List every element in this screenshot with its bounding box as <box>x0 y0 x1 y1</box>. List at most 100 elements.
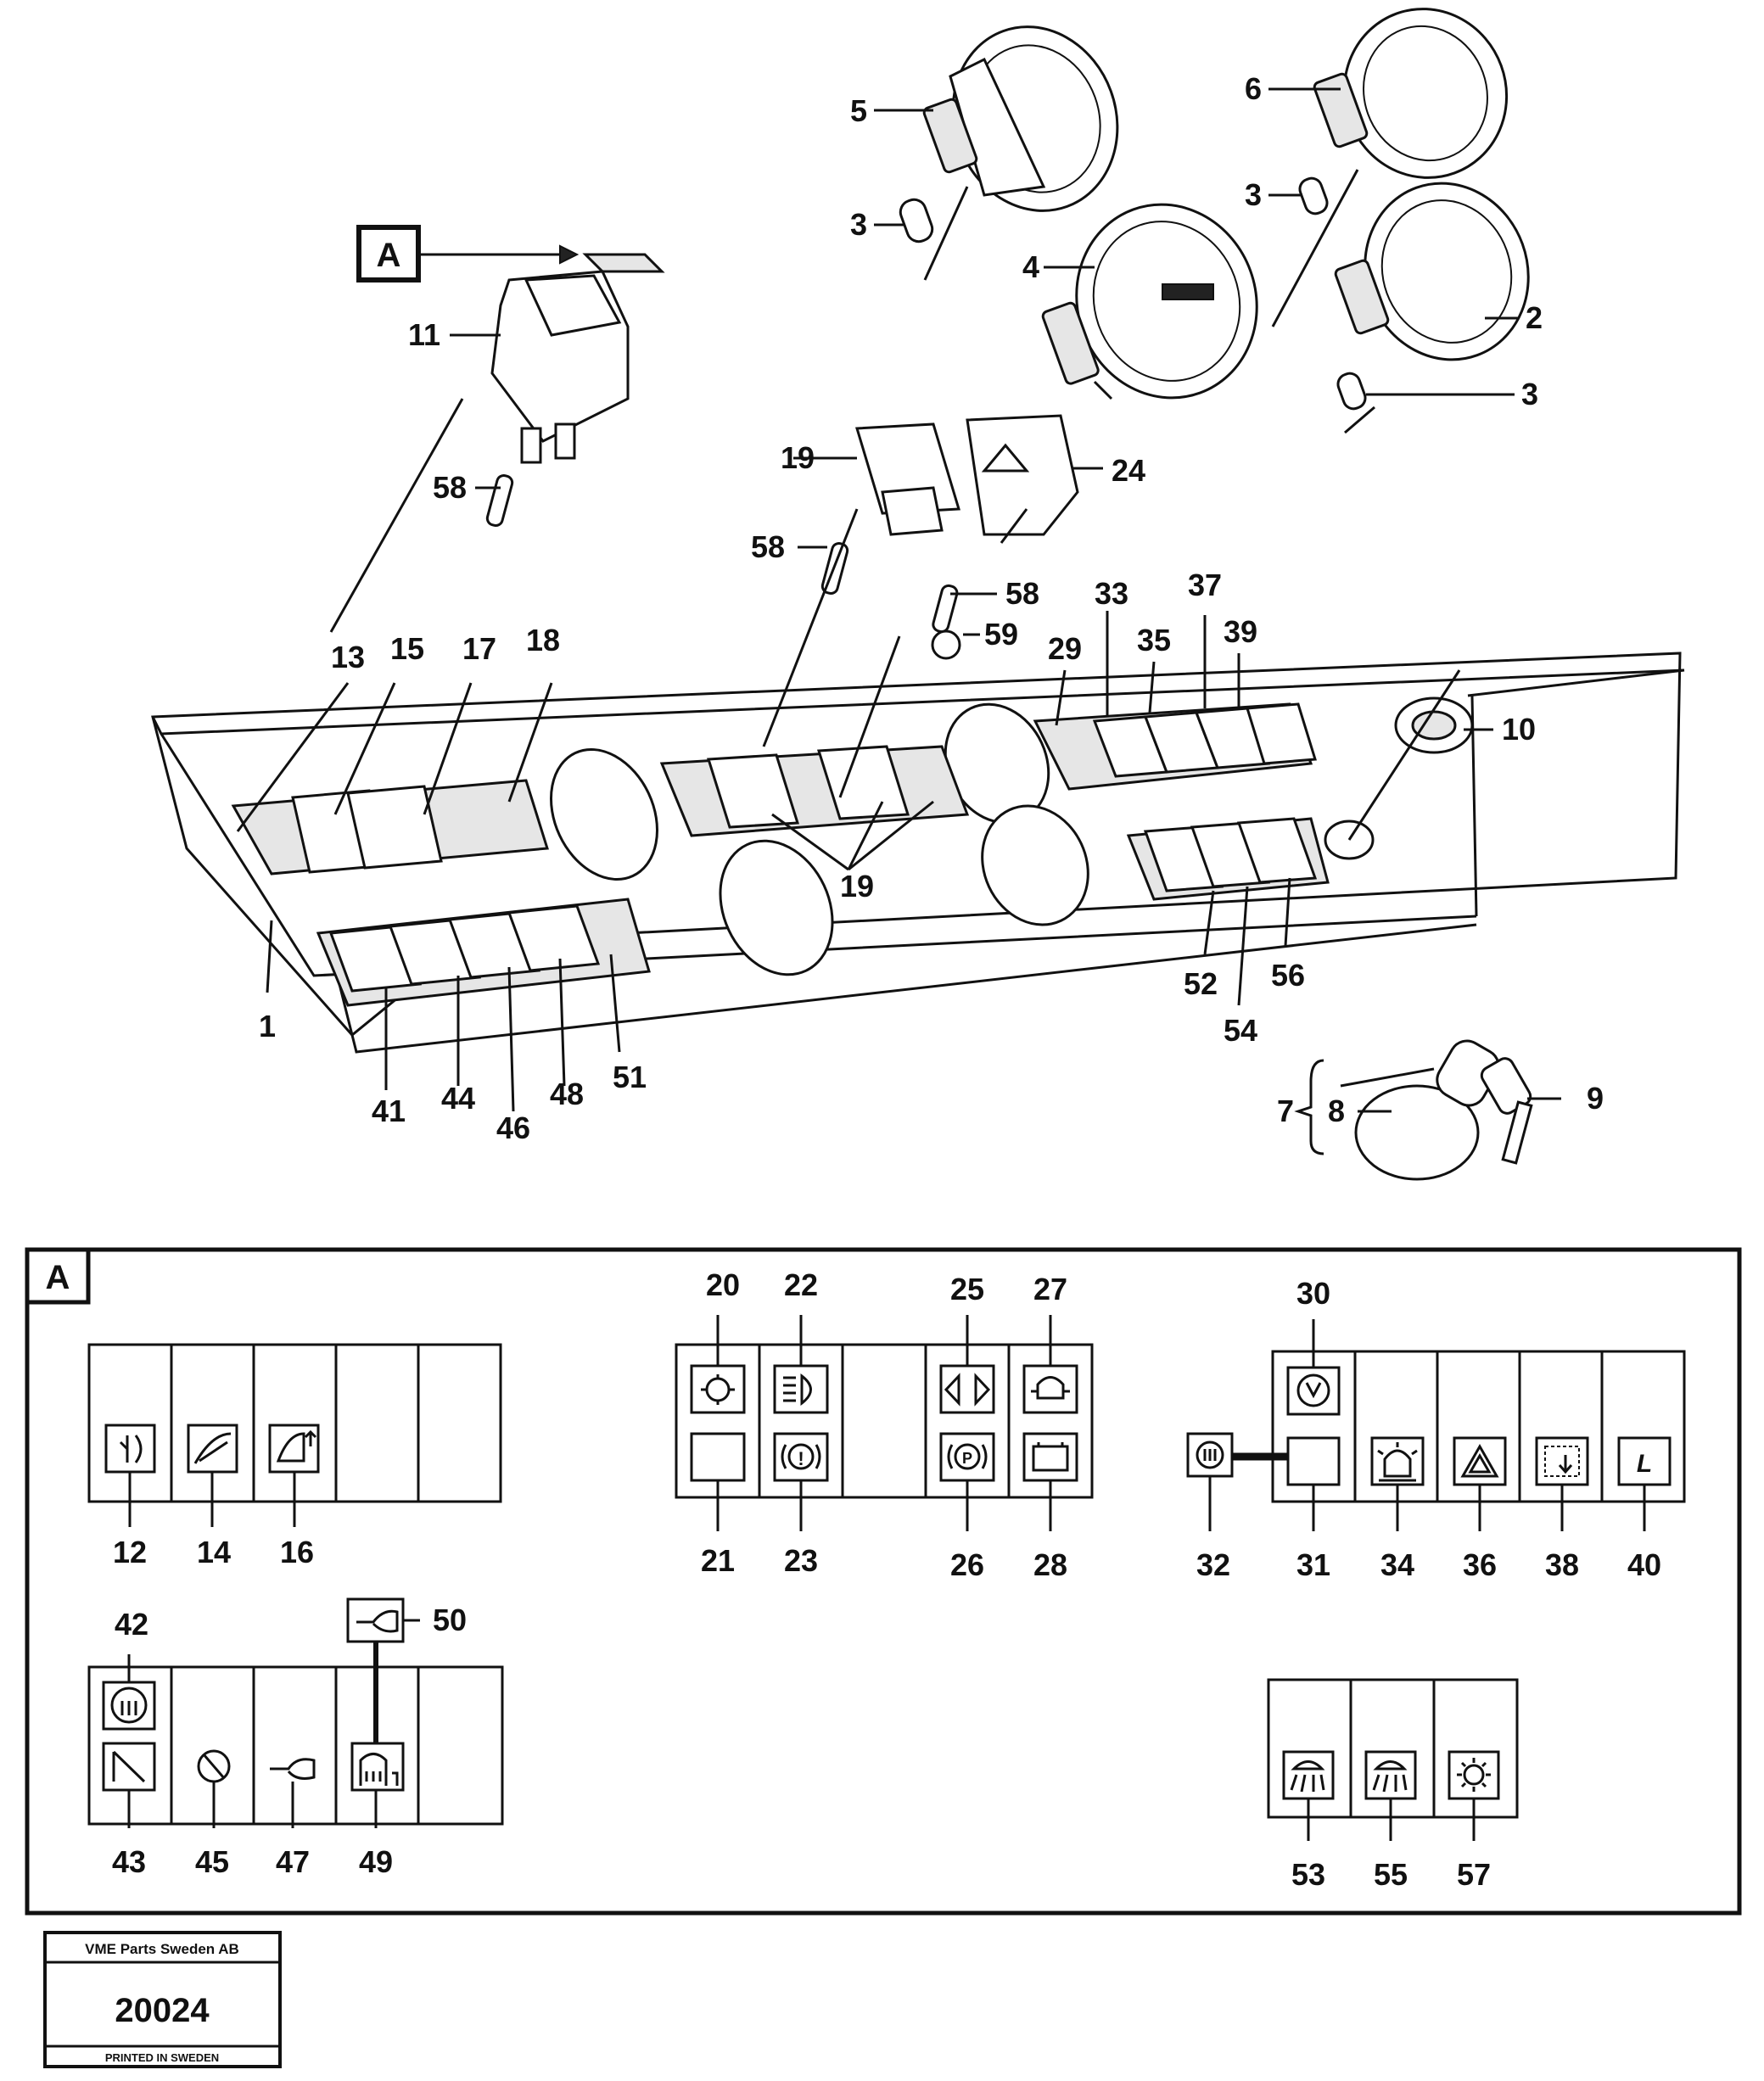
bezel-10 <box>1394 696 1474 754</box>
callout-38: 38 <box>1545 1547 1579 1582</box>
callout-29: 29 <box>1048 631 1082 666</box>
callout-34: 34 <box>1380 1547 1414 1582</box>
oil-pressure-icon <box>1022 1364 1078 1414</box>
rotating-beacon-icon <box>1370 1436 1425 1486</box>
callout-9: 9 <box>1587 1081 1604 1116</box>
switch-24 <box>966 414 1079 536</box>
stamp-printed: PRINTED IN SWEDEN <box>105 2051 219 2064</box>
callout-18: 18 <box>526 623 560 657</box>
gauge-4 <box>1041 203 1258 400</box>
symbol-strip-12-16: 12 14 16 <box>87 1343 502 1569</box>
callout-41: 41 <box>372 1094 406 1128</box>
symbol-strip-53-57: 53 55 57 <box>1267 1678 1519 1892</box>
turn-signal-icon <box>939 1364 995 1414</box>
callout-44: 44 <box>441 1081 475 1116</box>
bulb-58-b <box>820 541 961 660</box>
callout-15: 15 <box>390 631 424 666</box>
callout-24: 24 <box>1112 453 1145 488</box>
callout-51: 51 <box>613 1060 647 1094</box>
callout-56: 56 <box>1271 958 1305 993</box>
parking-brake-icon: P <box>939 1432 995 1482</box>
callout-30: 30 <box>1296 1276 1330 1311</box>
horn-icon <box>270 1758 316 1780</box>
callout-2: 2 <box>1526 300 1543 335</box>
gauge-2 <box>1334 182 1530 361</box>
working-light-icon <box>104 1424 156 1474</box>
gauge-5 <box>922 25 1119 212</box>
callout-6: 6 <box>1245 71 1262 106</box>
brake-warning-icon: ! <box>773 1432 829 1482</box>
callout-23: 23 <box>784 1543 818 1578</box>
callout-58b: 58 <box>751 529 785 564</box>
symbol-strip-30-40: L 30 32 31 34 36 38 40 <box>1186 1276 1686 1582</box>
bulb-icon <box>899 176 1367 411</box>
callout-5: 5 <box>850 93 867 128</box>
rear-window-heat-icon-42 <box>102 1681 156 1731</box>
callout-10: 10 <box>1502 712 1536 747</box>
instrument-panel <box>151 652 1685 1054</box>
callout-11: 11 <box>408 317 440 352</box>
callout-54: 54 <box>1224 1013 1257 1048</box>
callout-21: 21 <box>701 1543 735 1578</box>
company-stamp: VME Parts Sweden AB 20024 PRINTED IN SWE… <box>43 1931 282 2068</box>
battery-icon <box>1022 1432 1078 1482</box>
svg-text:L: L <box>1637 1450 1652 1478</box>
callout-7: 7 <box>1277 1094 1294 1128</box>
callout-50: 50 <box>433 1603 467 1637</box>
hazard-icon <box>1453 1436 1507 1486</box>
svg-text:!: ! <box>798 1448 804 1469</box>
callout-31: 31 <box>1296 1547 1330 1582</box>
callout-59: 59 <box>984 617 1018 652</box>
callout-49: 49 <box>359 1844 393 1879</box>
engine-icon <box>690 1364 746 1414</box>
svg-text:A: A <box>377 237 401 274</box>
callout-52: 52 <box>1184 966 1218 1001</box>
switch-19 <box>855 422 960 536</box>
wiper-rear-icon <box>102 1742 156 1792</box>
callout-25: 25 <box>950 1272 984 1306</box>
symbol-strip-42-50: 42 50 43 45 47 49 <box>87 1597 504 1879</box>
leader-lines <box>236 87 1561 1113</box>
washer-icon <box>268 1424 320 1474</box>
callout-14: 14 <box>197 1535 231 1569</box>
callout-19b: 19 <box>840 869 874 903</box>
callout-27: 27 <box>1033 1272 1067 1306</box>
switch-11 <box>490 253 665 464</box>
callout-58a: 58 <box>433 470 467 505</box>
headlight-icon <box>773 1364 829 1414</box>
callout-19a: 19 <box>781 440 815 475</box>
symbol-40: L <box>1617 1436 1672 1486</box>
callout-40: 40 <box>1627 1547 1661 1582</box>
horn-icon-50 <box>346 1597 405 1643</box>
lamp-icon-57 <box>1448 1750 1500 1800</box>
blank-symbol-21 <box>690 1432 746 1482</box>
callout-26: 26 <box>950 1547 984 1582</box>
callout-12: 12 <box>113 1535 147 1569</box>
callout-32: 32 <box>1196 1547 1230 1582</box>
callout-37: 37 <box>1188 568 1222 602</box>
callout-3a: 3 <box>850 207 867 242</box>
floodlight-icon-55 <box>1364 1750 1417 1800</box>
floodlight-icon <box>1282 1750 1335 1800</box>
callout-57: 57 <box>1457 1857 1491 1892</box>
svg-text:A: A <box>46 1259 70 1296</box>
callout-22: 22 <box>784 1267 818 1302</box>
seat-heat-icon <box>350 1742 405 1792</box>
callout-42: 42 <box>115 1607 148 1642</box>
callout-8: 8 <box>1328 1094 1345 1128</box>
callout-48: 48 <box>550 1077 584 1111</box>
callout-20: 20 <box>706 1267 740 1302</box>
callout-17: 17 <box>462 631 496 666</box>
detail-ref-a: A <box>356 225 421 283</box>
callout-4: 4 <box>1022 249 1039 284</box>
callout-13: 13 <box>331 640 365 674</box>
callout-36: 36 <box>1463 1547 1497 1582</box>
callout-28: 28 <box>1033 1547 1067 1582</box>
wiper-icon <box>187 1424 238 1474</box>
callout-3b: 3 <box>1245 177 1262 212</box>
callout-35: 35 <box>1137 623 1171 657</box>
callout-45: 45 <box>195 1844 229 1879</box>
stamp-company: VME Parts Sweden AB <box>85 1941 239 1957</box>
lamp-icon <box>1286 1366 1341 1416</box>
callout-46: 46 <box>496 1110 530 1145</box>
